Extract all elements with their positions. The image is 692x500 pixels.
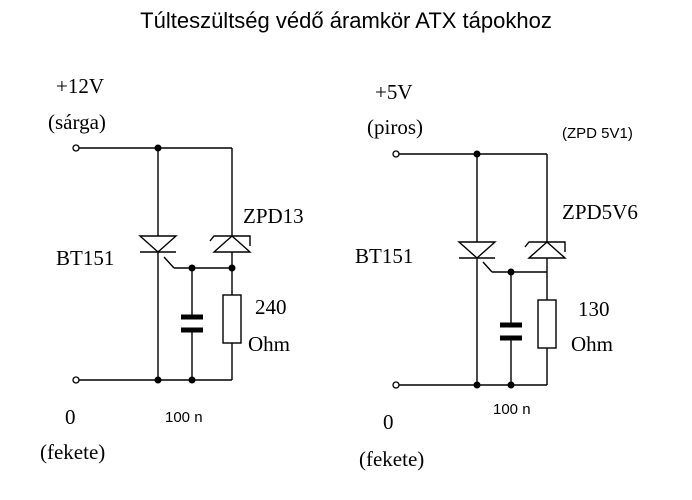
right-resistor-symbol — [537, 299, 557, 349]
right-capacitor-label: 100 n — [493, 401, 531, 418]
left-voltage-label: +12V — [56, 74, 104, 98]
right-voltage-label: +5V — [375, 80, 413, 104]
left-bottom-terminal — [72, 376, 80, 384]
right-wires — [399, 153, 548, 386]
left-circuit: +12V (sárga) ZPD13 BT151 240 Ohm 0 (feke… — [40, 74, 304, 464]
left-zener-label: ZPD13 — [243, 204, 304, 228]
right-bottom-terminal — [392, 381, 400, 389]
right-ground-label: 0 — [383, 410, 394, 434]
left-resistor-symbol — [222, 294, 242, 344]
right-zener-symbol — [524, 241, 567, 259]
right-note-label: (ZPD 5V1) — [562, 125, 633, 142]
left-capacitor-symbol — [181, 314, 203, 333]
right-zener-label: ZPD5V6 — [562, 200, 638, 224]
left-zener-symbol — [209, 235, 252, 253]
right-capacitor-symbol — [500, 322, 522, 341]
left-junction-dots — [154, 144, 236, 384]
left-voltage-color-label: (sárga) — [48, 110, 106, 134]
right-circuit: +5V (piros) (ZPD 5V1) ZPD5V6 BT151 130 O… — [355, 80, 638, 471]
diagram-title: Túlteszültség védő áramkör ATX tápokhoz — [140, 8, 552, 33]
right-thyristor-label: BT151 — [355, 244, 413, 268]
right-resistor-value-label: 130 — [578, 297, 610, 321]
left-ground-label: 0 — [65, 405, 76, 429]
left-thyristor-label: BT151 — [56, 246, 114, 270]
right-junction-dots — [473, 150, 515, 389]
right-voltage-color-label: (piros) — [367, 115, 423, 139]
right-top-terminal — [392, 150, 400, 158]
left-thyristor-symbol — [138, 235, 178, 253]
right-thyristor-symbol — [457, 241, 497, 259]
right-resistor-unit-label: Ohm — [571, 332, 613, 356]
left-ground-color-label: (fekete) — [40, 440, 105, 464]
left-capacitor-label: 100 n — [165, 409, 203, 426]
right-ground-color-label: (fekete) — [359, 447, 424, 471]
left-resistor-value-label: 240 — [255, 295, 287, 319]
left-resistor-unit-label: Ohm — [248, 332, 290, 356]
left-top-terminal — [72, 144, 80, 152]
